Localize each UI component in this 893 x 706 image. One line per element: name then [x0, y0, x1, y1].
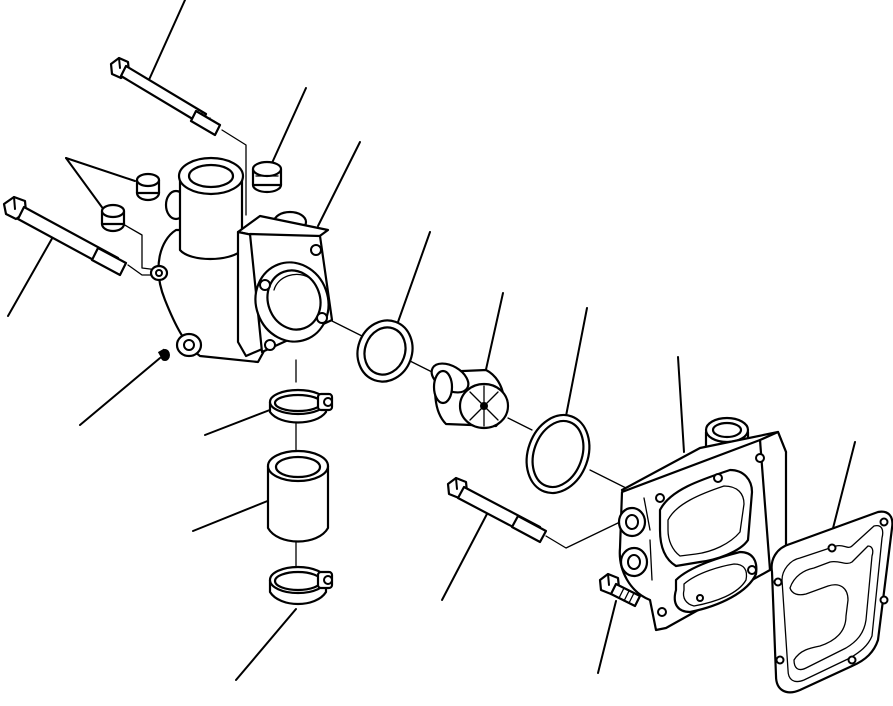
- center-line-main-axis-b: [408, 360, 432, 372]
- o-ring-large: [516, 406, 600, 502]
- callout-line-short-bolt: [598, 601, 616, 673]
- callout-line-drain-plug: [80, 358, 160, 425]
- callout-line-plug-pair-a: [66, 158, 135, 181]
- callout-line-gasket: [830, 442, 855, 540]
- callout-line-plug-pair-b: [66, 158, 104, 210]
- callout-line-housing: [318, 142, 360, 226]
- center-line-main-axis-d: [590, 470, 626, 488]
- center-line-bolt-left: [128, 265, 152, 275]
- long-bolt-left: [4, 197, 126, 275]
- hose-clamp-lower: [270, 567, 332, 604]
- callout-line-cover: [678, 357, 684, 452]
- plug-a: [137, 174, 159, 200]
- callout-line-clamp-upper: [205, 408, 275, 435]
- plug-b: [102, 205, 124, 231]
- short-bolt: [600, 574, 640, 606]
- center-line-plug-pair: [116, 220, 158, 270]
- assembly-center-lines: [116, 130, 626, 568]
- long-bolt-top: [111, 58, 220, 135]
- callout-line-plug-top: [272, 88, 306, 163]
- center-line-main-axis-c: [508, 418, 532, 430]
- thermostat: [427, 358, 508, 428]
- center-line-main-axis-a: [326, 318, 366, 338]
- callout-line-clamp-lower: [236, 609, 296, 680]
- plug-pair: [102, 174, 159, 231]
- callout-line-bolt-top: [148, 0, 185, 82]
- bypass-hose: [268, 451, 328, 542]
- callout-line-bolt-lower: [442, 512, 488, 600]
- drain-plug: [157, 348, 170, 361]
- callout-lines: [8, 0, 855, 680]
- gasket: [772, 512, 893, 693]
- callout-line-hose: [193, 500, 270, 531]
- center-line-bolt-top: [222, 130, 246, 215]
- thermostat-housing: [151, 158, 340, 362]
- center-line-bolt-lower: [546, 522, 620, 548]
- thermostat-cover: [619, 418, 786, 630]
- hose-clamp-upper: [270, 390, 332, 423]
- long-bolt-lower: [448, 478, 546, 542]
- o-ring-small: [349, 313, 421, 390]
- callout-line-o-ring-large: [566, 308, 587, 416]
- callout-line-thermostat: [485, 293, 503, 374]
- callout-line-bolt-left: [8, 228, 58, 316]
- plug-top: [253, 162, 281, 192]
- callout-line-o-ring-small: [398, 232, 430, 322]
